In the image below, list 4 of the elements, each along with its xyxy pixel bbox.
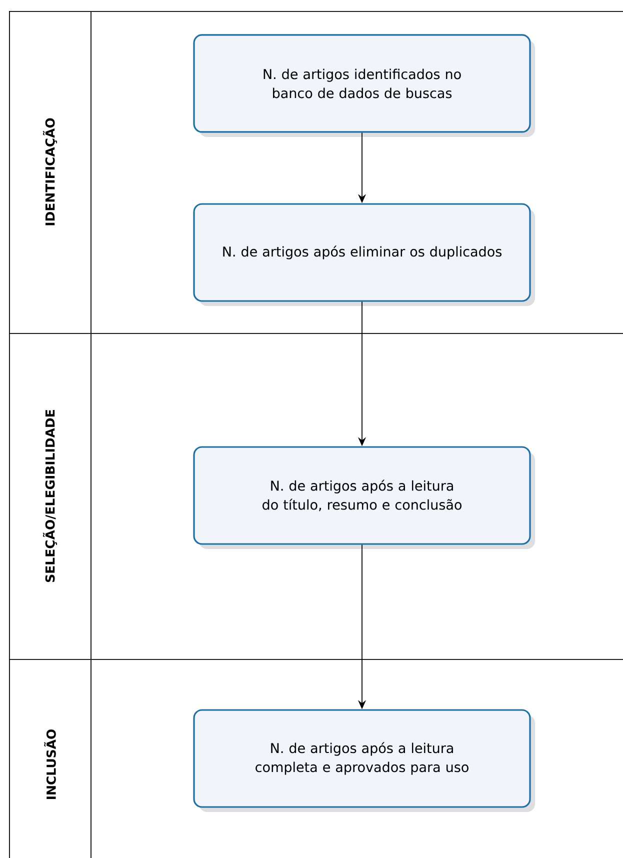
process-box: N. de artigos após a leitura completa e aprovados para uso: [193, 709, 535, 812]
process-box: N. de artigos após a leitura do título, resumo e conclusão: [193, 446, 535, 549]
process-box: N. de artigos após eliminar os duplicados: [193, 203, 535, 306]
process-box: N. de artigos identificados no banco de dados de buscas: [193, 34, 535, 137]
